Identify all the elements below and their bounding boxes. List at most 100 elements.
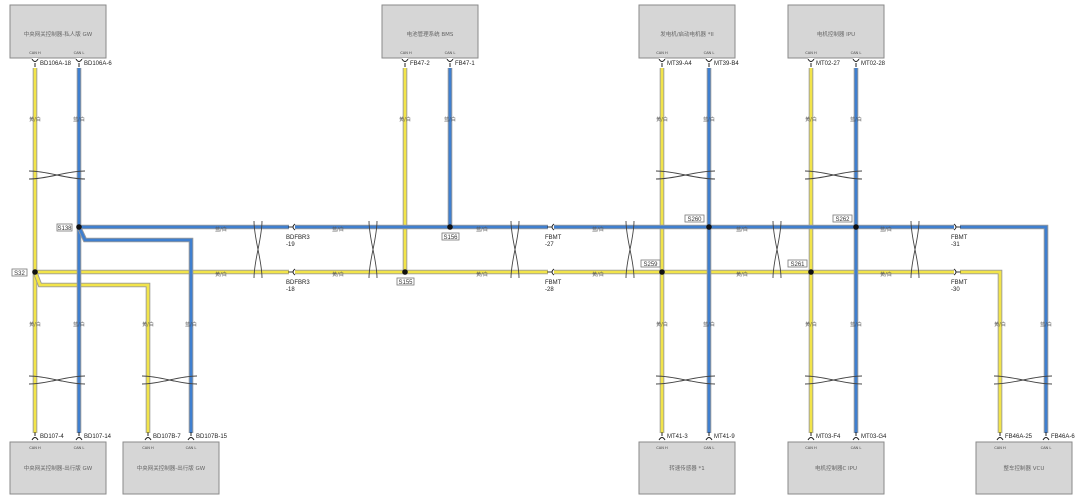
pin-code: CAN H	[656, 446, 668, 450]
splice-label: S155	[398, 280, 413, 286]
module-gen-ctrl: 发电机/启动电机器 *II CAN H CAN L	[638, 4, 736, 59]
pin-label: BD106A-18	[40, 61, 72, 67]
module-pin: FB46A-25	[996, 432, 1033, 441]
module-sensor: CAN H CAN L 转速传感器 *1	[638, 441, 736, 495]
splice-dot	[706, 224, 712, 230]
connector-label: FBMT	[545, 235, 562, 241]
pin-code: CAN L	[704, 51, 715, 55]
wire-color-label: 黄/白	[476, 271, 488, 278]
module-pin: MT02-28	[852, 58, 886, 67]
module-vcu-label: 整车控制器 VCU	[1004, 464, 1045, 472]
inline-connector: FBMT-31	[951, 223, 968, 248]
splice-s262: S262	[832, 214, 859, 230]
pin-label: FB47-1	[455, 61, 475, 67]
pin-cup	[705, 437, 713, 441]
pin-cup	[31, 437, 39, 441]
twist-symbol	[772, 220, 782, 279]
wire-color-label: 黄/白	[399, 116, 411, 123]
module-ipu-c: CAN H CAN L 电机控制器C IPU	[787, 441, 885, 495]
splice-dot	[659, 269, 665, 275]
wire-color-label: 蓝/白	[703, 321, 715, 328]
pin-code: CAN L	[851, 446, 862, 450]
module-gw-bottom2: CAN H CAN L 中央网关控制器-出行版 GW	[122, 441, 220, 495]
module-pin: MT41-3	[658, 432, 688, 441]
wire-can-h	[980, 270, 1002, 440]
splice-label: S261	[790, 262, 805, 268]
module-sensor-label: 转速传感器 *1	[669, 464, 705, 472]
wire-outline	[970, 224, 1049, 440]
wire-color-label: 蓝/白	[850, 116, 862, 123]
pin-label: MT03-F4	[816, 434, 841, 440]
module-bms: 电池管理系统 BMS CAN H CAN L	[381, 4, 479, 59]
pin-label: MT41-9	[714, 434, 735, 440]
splice-label: S260	[687, 217, 702, 223]
pin-code: CAN L	[1041, 446, 1052, 450]
pin-label: FB46A-6	[1051, 434, 1075, 440]
twist-symbol	[141, 375, 198, 385]
pin-code: CAN L	[74, 51, 85, 55]
wire-color-label: 蓝/白	[332, 226, 344, 233]
connector-label: -30	[951, 287, 960, 293]
wire-color-label: 蓝/白	[850, 321, 862, 328]
pin-cup	[446, 58, 454, 62]
splice-s259: S259	[640, 259, 665, 275]
module-pin: FB47-2	[401, 58, 430, 67]
twist-symbol	[28, 375, 86, 385]
connector-label: FBMT	[545, 280, 562, 286]
module-ipu-label: 电机控制器 IPU	[817, 30, 855, 38]
module-gen-ctrl-label: 发电机/启动电机器 *II	[660, 30, 714, 38]
twist-symbol	[625, 220, 635, 279]
wire-color-label: 蓝/白	[185, 321, 197, 328]
inline-connector: FBMT-27	[545, 223, 562, 248]
pin-label: BD107-14	[84, 434, 112, 440]
wire-color-label: 黄/白	[592, 271, 604, 278]
splice-label: S32	[14, 271, 25, 277]
pin-code: CAN H	[29, 51, 41, 55]
splice-dot	[32, 269, 38, 275]
pin-code: CAN H	[400, 51, 412, 55]
module-pin: MT41-9	[705, 432, 735, 441]
splice-dot	[402, 269, 408, 275]
pin-label: MT41-3	[667, 434, 688, 440]
wire-color-label: 黄/白	[880, 271, 892, 278]
splice-s32: S32	[11, 268, 38, 277]
splice-s260: S260	[684, 214, 712, 230]
wire-color-label: 蓝/白	[73, 321, 85, 328]
pin-code: CAN H	[805, 446, 817, 450]
pin-cup	[705, 58, 713, 62]
pin-cup	[852, 437, 860, 441]
twist-symbol	[910, 220, 920, 279]
twist-symbol	[253, 220, 263, 279]
wire-color-label: 黄/白	[215, 271, 227, 278]
module-pin: BD106A-6	[75, 58, 112, 67]
connector-label: -31	[951, 242, 960, 248]
twist-symbol	[368, 220, 378, 279]
wire-color-label: 黄/白	[656, 321, 668, 328]
pin-cup	[996, 437, 1004, 441]
wires	[32, 68, 1049, 440]
pin-cup	[1042, 437, 1050, 441]
pin-label: MT39-A4	[667, 61, 692, 67]
module-pin: BD107B-7	[144, 432, 181, 441]
module-ipu-c-label: 电机控制器C IPU	[815, 464, 857, 472]
pin-label: BD107B-7	[153, 434, 181, 440]
pin-label: FB46A-25	[1005, 434, 1033, 440]
wire-color-label: 蓝/白	[736, 226, 748, 233]
inline-connector: FBMT-30	[951, 268, 968, 293]
pin-cup	[75, 437, 83, 441]
splice-label: S259	[643, 262, 658, 268]
twist-symbol	[510, 220, 520, 279]
module-pin: MT39-A4	[658, 58, 692, 67]
twist-symbol	[28, 170, 86, 180]
pin-code: CAN L	[74, 446, 85, 450]
connector-label: -18	[286, 287, 295, 293]
pin-label: MT03-G4	[861, 434, 887, 440]
wire-color-label: 蓝/白	[703, 116, 715, 123]
splice-label: S138	[57, 226, 72, 232]
pin-code: CAN L	[445, 51, 456, 55]
connector-label: -28	[545, 287, 554, 293]
pin-code: CAN L	[851, 51, 862, 55]
inline-connector: BDFBR3-19	[286, 223, 310, 248]
module-bms-label: 电池管理系统 BMS	[407, 30, 454, 38]
